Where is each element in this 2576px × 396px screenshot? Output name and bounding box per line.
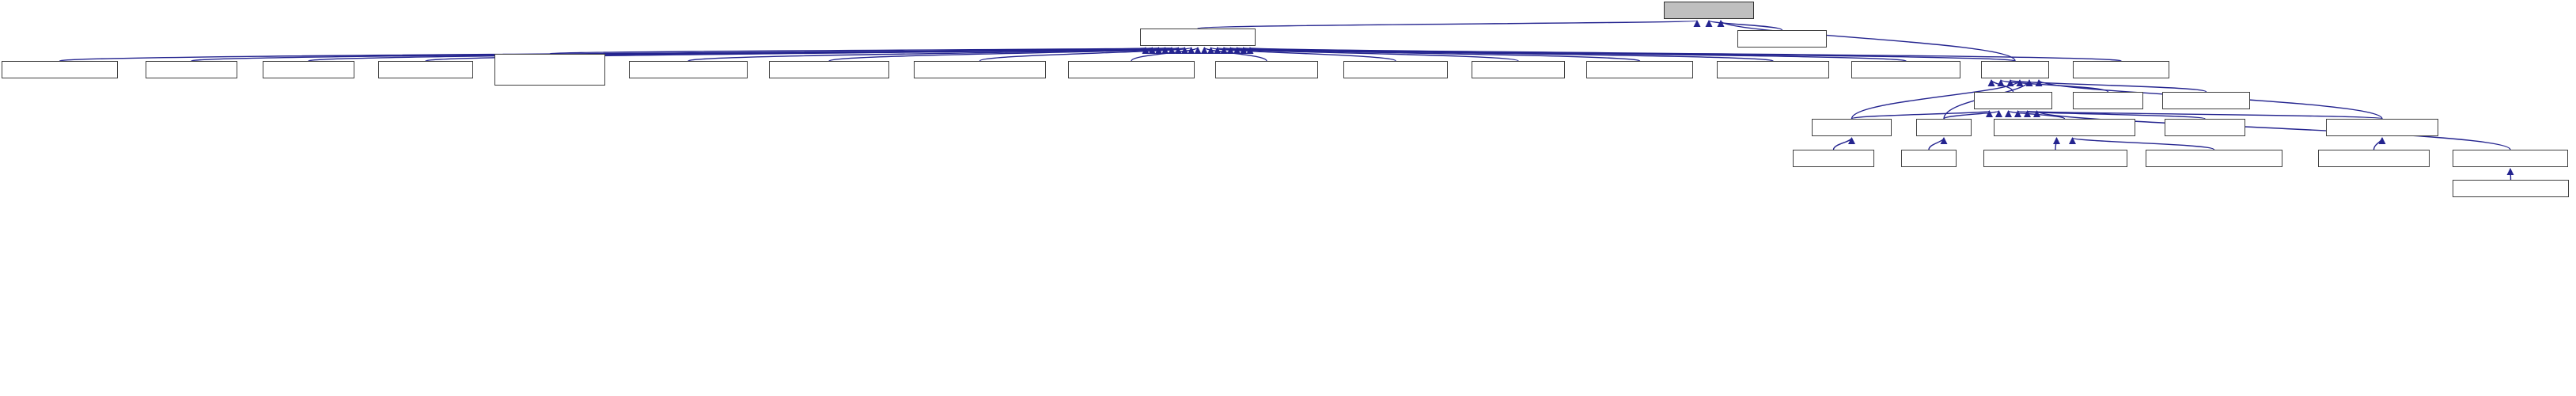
graph-edge-rinex3obsloader-t-cpp-to-rinex3obsfileloader-hpp (2069, 137, 2215, 150)
graph-edge-epoch-cpp-to-epoch-hpp (1997, 79, 2109, 93)
graph-edge-satpassiterator-hpp-to-satpass-hpp (2025, 110, 2383, 120)
graph-node-gnsstk-swig-hpp[interactable] (2073, 61, 2169, 78)
graph-edge-gdc-hpp-to-satpass-hpp (1943, 110, 2002, 120)
graph-edge-epoch-hpp-to-gpsweek-hpp (1717, 20, 2016, 62)
graph-node-satpass-cpp[interactable] (2165, 119, 2245, 136)
graph-node-engephemeris-t-cpp[interactable] (769, 61, 889, 78)
graph-node-timerange-t-cpp[interactable] (1215, 61, 1318, 78)
graph-edge-disccorr-hpp-to-epoch-hpp (1851, 79, 2024, 120)
graph-node-timetag-t-cpp[interactable] (1472, 61, 1565, 78)
graph-node-brcclockcorrection-t-cpp[interactable] (494, 54, 605, 86)
graph-node-timecorrection-t-cpp[interactable] (1068, 61, 1195, 78)
graph-node-epoch-cpp[interactable] (2073, 92, 2143, 109)
graph-edge-gnsstk-swig-hpp-to-gpsweekzcount-hpp (1248, 47, 2122, 62)
graph-edge-gpsweek-cpp-to-gpsweek-hpp (1705, 20, 1783, 31)
graph-node-rinex3obsloader-t-cpp[interactable] (2146, 150, 2282, 167)
graph-edge-satpassutilities-hpp-to-satpass-hpp (2033, 110, 2511, 150)
graph-node-satpassutilities-cpp[interactable] (2453, 180, 2569, 197)
graph-node-rinexnav-t-cpp[interactable] (378, 61, 473, 78)
graph-node-svpcodegen-cpp[interactable] (1586, 61, 1693, 78)
graph-node-gdc-cpp[interactable] (1901, 150, 1957, 167)
graph-edge-satpassiterator-cpp-to-satpassiterator-hpp (2373, 137, 2386, 150)
graph-node-gpsweekzcount-cpp[interactable] (2, 61, 118, 78)
graph-node-satpassutilities-hpp[interactable] (2453, 150, 2568, 167)
graph-edge-timecorrection-t-cpp-to-gpsweekzcount-hpp (1131, 47, 1202, 62)
graph-node-disccorr-cpp[interactable] (1793, 150, 1874, 167)
graph-node-brckeplerorbit-t-cpp[interactable] (629, 61, 748, 78)
graph-node-epoch-hpp[interactable] (1981, 61, 2049, 78)
graph-node-gpsweekzcount-t-cpp[interactable] (914, 61, 1046, 78)
graph-node-disccorr-hpp[interactable] (1812, 119, 1892, 136)
graph-node-rinex3obsfileloader-hpp[interactable] (1994, 119, 2135, 136)
graph-edge-engephemeris-t-cpp-to-gpsweekzcount-hpp (828, 47, 1188, 62)
graph-node-gpsweekzcount-hpp[interactable] (1140, 29, 1256, 46)
graph-edge-satpassutilities-cpp-to-satpassutilities-hpp (2506, 168, 2514, 181)
graph-edge-gpsweekzcount-hpp-to-gpsweek-hpp (1197, 20, 1700, 29)
graph-node-gpsweek-cpp[interactable] (1737, 30, 1827, 48)
graph-node-timestring-t-cpp[interactable] (1343, 61, 1448, 78)
graph-node-filespec-t-cpp[interactable] (263, 61, 354, 78)
graph-node-timestring-cpp[interactable] (146, 61, 237, 78)
graph-node-rinex3obsfileloader-cpp[interactable] (1983, 150, 2127, 167)
graph-node-lnavorderfilter-cpp[interactable] (1717, 61, 1829, 78)
graph-node-tropdump-cpp[interactable] (2162, 92, 2250, 109)
graph-node-navorderfilter-cpp[interactable] (1851, 61, 1960, 78)
graph-edge-disccorr-cpp-to-disccorr-hpp (1832, 137, 1855, 150)
graph-edge-disccorr-hpp-to-satpass-hpp (1851, 110, 1993, 120)
graph-node-satpass-hpp[interactable] (1974, 92, 2052, 109)
graph-node-gpsweek-hpp[interactable] (1664, 2, 1754, 19)
graph-edge-rinexnav-t-cpp-to-gpsweekzcount-hpp (425, 47, 1168, 62)
graph-node-satpassiterator-hpp[interactable] (2326, 119, 2438, 136)
graph-edge-gdc-cpp-to-gdc-hpp (1928, 137, 1948, 150)
graph-edge-brcclockcorrection-t-cpp-to-gpsweekzcount-hpp (549, 47, 1174, 55)
graph-edge-rinex3obsfileloader-cpp-to-rinex3obsfileloader-hpp (2052, 137, 2060, 150)
graph-node-satpassiterator-cpp[interactable] (2318, 150, 2430, 167)
graph-edge-gpsweekzcount-t-cpp-to-gpsweekzcount-hpp (979, 47, 1195, 62)
graph-node-gdc-hpp[interactable] (1916, 119, 1972, 136)
